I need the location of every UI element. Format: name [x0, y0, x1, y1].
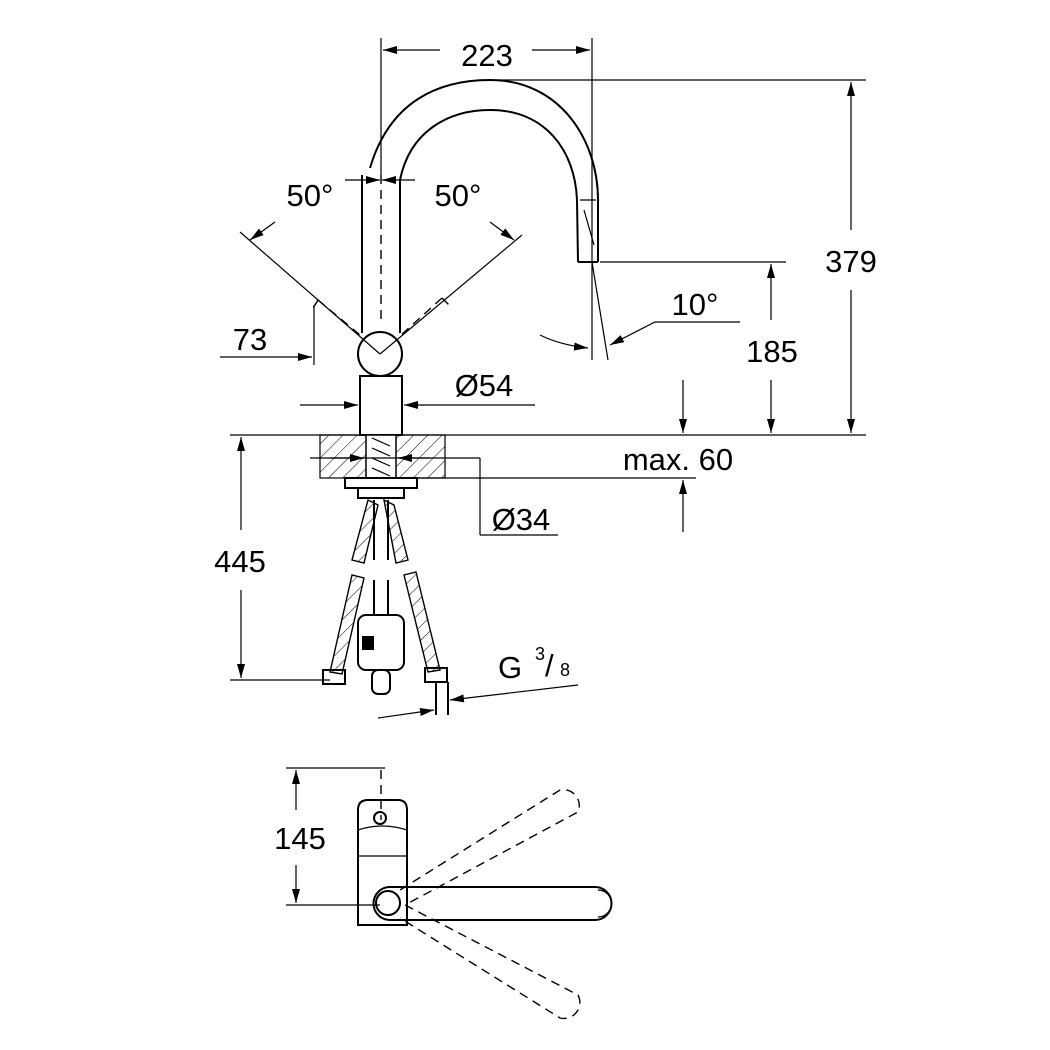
supply-hoses [322, 498, 449, 715]
dimension-10deg [539, 261, 740, 361]
dim-445-label: 445 [214, 544, 266, 579]
faucet-top-view [286, 767, 613, 1020]
countertop-section [230, 380, 866, 536]
angle-spray-label: 10° [672, 287, 719, 322]
dim-73-label: 73 [233, 322, 267, 357]
dim-379-label: 379 [825, 244, 877, 279]
dim-d54-label: Ø54 [455, 368, 514, 403]
angle-right-label: 50° [435, 178, 482, 213]
dimension-445 [230, 437, 330, 681]
dimension-185 [600, 261, 786, 433]
thread-slash: / [545, 648, 554, 683]
thread-numerator: 3 [535, 644, 545, 664]
faucet-front-view [239, 78, 599, 436]
thread-g-label: G [498, 650, 522, 685]
dimension-379 [490, 79, 866, 433]
dim-d34-label: Ø34 [492, 502, 551, 537]
dim-185-label: 185 [746, 334, 798, 369]
dimension-73 [220, 305, 315, 365]
dim-145-label: 145 [274, 821, 326, 856]
dimension-223 [380, 38, 593, 262]
dim-223-label: 223 [461, 38, 513, 73]
thread-denominator: 8 [560, 660, 570, 680]
angle-left-label: 50° [287, 178, 334, 213]
max-60-label: max. 60 [623, 442, 733, 477]
dimension-thread [377, 684, 579, 719]
